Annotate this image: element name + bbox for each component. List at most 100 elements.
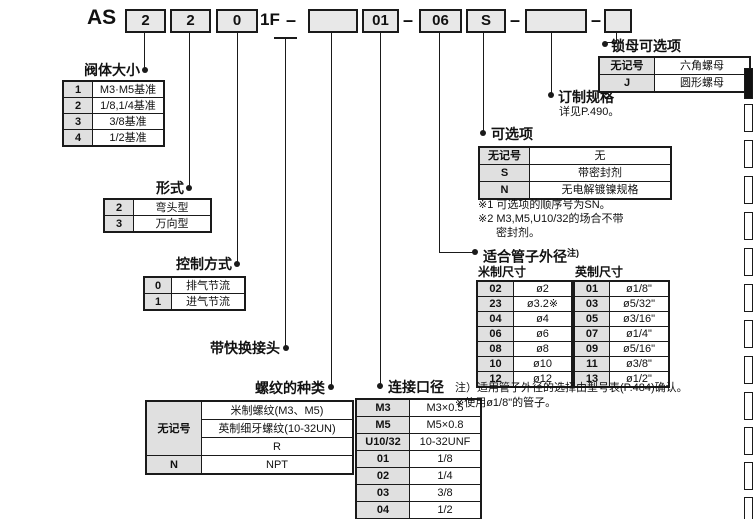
- table-row: 3 万向型: [103, 215, 212, 233]
- page-edge-tab: [744, 356, 753, 384]
- code-cell: 2: [103, 198, 134, 216]
- page-edge-tab: [744, 427, 753, 455]
- table-row: J 圆形螺母: [598, 74, 751, 93]
- value-cell: ø1/4": [609, 326, 670, 342]
- model-box-option: S: [466, 9, 506, 33]
- options-note-3: 密封剂。: [496, 227, 540, 239]
- label-body-size: 阀体大小: [84, 62, 140, 78]
- model-box-control: 0: [216, 9, 258, 33]
- value-cell: ø5/32": [609, 296, 670, 312]
- bullet-control: [234, 261, 240, 267]
- style-table: 2 弯头型 3 万向型: [103, 198, 212, 233]
- code-cell: 3: [62, 113, 93, 130]
- page-edge-tab: [744, 497, 753, 519]
- code-cell: 无记号: [598, 56, 655, 75]
- label-tube-inch: 英制尺寸: [575, 265, 624, 279]
- code-cell: 02: [355, 467, 410, 485]
- connector-tube: [439, 33, 440, 253]
- table-row: 03 3/8: [355, 484, 482, 502]
- connector-made-to-order: [551, 33, 552, 95]
- page-edge-tab: [744, 392, 753, 420]
- table-row: 无记号 米制螺纹(M3、M5): [145, 400, 354, 456]
- value-cell: 1/2: [409, 501, 482, 519]
- value-cell: ø10: [513, 356, 573, 372]
- value-cell: ø4: [513, 311, 573, 327]
- value-cell: M3·M5基准: [92, 80, 165, 98]
- value-cell: 米制螺纹(M3、M5): [201, 400, 354, 420]
- code-cell: 11: [573, 356, 610, 372]
- table-row: 05 ø3/16": [573, 311, 670, 327]
- value-cell: ø1/8": [609, 280, 670, 297]
- options-note-2: ※2 M3,M5,U10/32的场合不带: [478, 213, 624, 225]
- options-note-1: ※1 可选项的顺序号为SN。: [478, 199, 611, 211]
- table-row: 01 1/8: [355, 450, 482, 468]
- code-cell: 01: [573, 280, 610, 297]
- table-row: N NPT: [145, 455, 354, 475]
- value-cell: 10-32UNF: [409, 433, 482, 451]
- value-cell: 万向型: [133, 215, 212, 233]
- bullet-body-size: [142, 67, 148, 73]
- code-cell: 04: [476, 311, 514, 327]
- code-cell: 03: [573, 296, 610, 312]
- connector-options: [483, 33, 484, 133]
- page-edge-tab: [744, 320, 753, 348]
- table-row: S 带密封剂: [478, 164, 672, 182]
- code-cell: 03: [355, 484, 410, 502]
- label-tube: 适合管子外径注): [483, 248, 579, 265]
- table-row: 23 ø3.2※: [476, 296, 573, 312]
- table-row: 11 ø3/8": [573, 356, 670, 372]
- code-cell: 12: [476, 371, 514, 388]
- value-cell: 1/4: [409, 467, 482, 485]
- value-cell: 排气节流: [171, 276, 246, 294]
- label-tube-sup: 注): [567, 248, 579, 258]
- table-row: 02 ø2: [476, 280, 573, 297]
- label-lock-nut: 锁母可选项: [611, 38, 681, 54]
- value-cell: 3/8基准: [92, 113, 165, 130]
- page-edge-tab: [744, 176, 753, 204]
- table-row: 无记号 无: [478, 146, 672, 165]
- table-row: 03 ø5/32": [573, 296, 670, 312]
- label-style: 形式: [156, 180, 184, 196]
- value-cell: 1/8,1/4基准: [92, 97, 165, 114]
- code-cell: 08: [476, 341, 514, 357]
- table-row: 04 ø4: [476, 311, 573, 327]
- code-cell: S: [478, 164, 530, 182]
- page-edge-tab-active: [744, 68, 753, 99]
- code-cell: 05: [573, 311, 610, 327]
- table-row: 2 弯头型: [103, 198, 212, 216]
- code-cell: 3: [103, 215, 134, 233]
- model-box-made-to-order-blank: [525, 9, 587, 33]
- label-control: 控制方式: [176, 256, 232, 272]
- label-thread: 螺纹的种类: [255, 380, 325, 396]
- control-table: 0 排气节流 1 进气节流: [143, 276, 246, 311]
- label-tube-metric: 米制尺寸: [478, 265, 527, 279]
- connector-tube-bar: [439, 252, 475, 253]
- table-row: R: [146, 437, 354, 456]
- code-cell: 无记号: [478, 146, 530, 165]
- table-row: U10/32 10-32UNF: [355, 433, 482, 451]
- connector-port: [380, 33, 381, 385]
- tube-metric-table: 02 ø2 23 ø3.2※ 04 ø4 06 ø6 08 ø8 10 ø10 …: [476, 280, 573, 388]
- value-cell: 英制细牙螺纹(10-32UN): [201, 419, 354, 438]
- table-row: M5 M5×0.8: [355, 416, 482, 434]
- connector-fitting: [285, 38, 286, 348]
- label-options: 可选项: [491, 126, 533, 142]
- value-cell: NPT: [201, 455, 354, 475]
- model-fitting-code: 1F: [260, 10, 280, 29]
- dash-separator: –: [591, 10, 602, 30]
- code-cell: 0: [143, 276, 172, 294]
- label-fitting: 带快换接头: [210, 340, 280, 356]
- table-row: M3 M3×0.5: [355, 398, 482, 417]
- dash-separator: –: [403, 10, 414, 30]
- table-row: 1 M3·M5基准: [62, 80, 165, 98]
- value-cell: 六角螺母: [654, 56, 751, 75]
- value-cell: M5×0.8: [409, 416, 482, 434]
- port-size-table: M3 M3×0.5 M5 M5×0.8 U10/32 10-32UNF 01 1…: [355, 398, 482, 519]
- code-cell: J: [598, 74, 655, 93]
- page-edge-tab: [744, 104, 753, 132]
- dash-separator: –: [510, 10, 521, 30]
- table-row: 01 ø1/8": [573, 280, 670, 297]
- value-cell: ø6: [513, 326, 573, 342]
- model-box-tube: 06: [419, 9, 462, 33]
- value-cell: ø2: [513, 280, 573, 297]
